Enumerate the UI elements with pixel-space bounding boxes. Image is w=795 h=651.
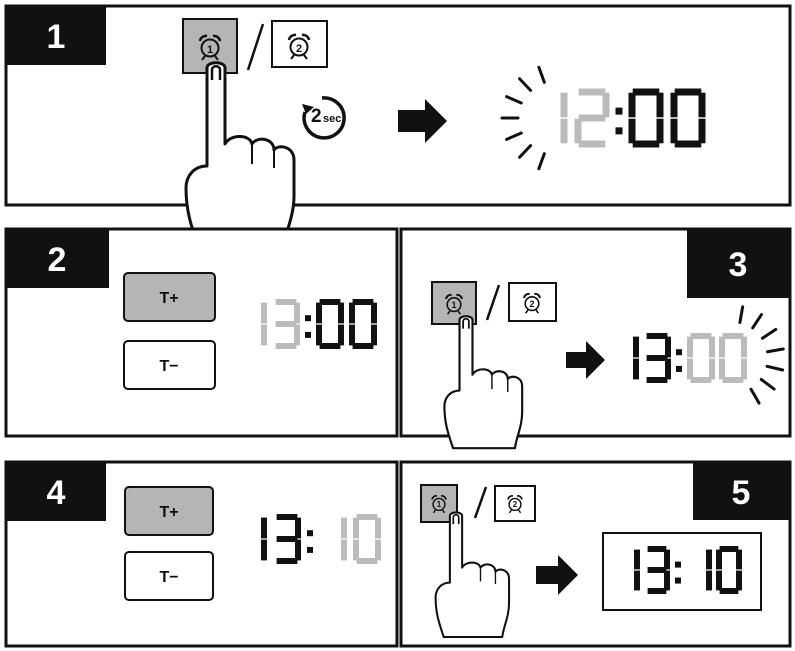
- blink-indicator: [738, 305, 785, 405]
- t-plus-label: T+: [159, 290, 178, 307]
- panel-step-3: 3 1 2: [399, 227, 792, 450]
- clock-display: [261, 299, 377, 349]
- alarm2-button[interactable]: [271, 20, 328, 68]
- display-colon: [305, 315, 311, 338]
- alarm-number: 1: [451, 300, 456, 310]
- display-digit: [316, 299, 344, 349]
- display-digit: [687, 333, 715, 383]
- hold-seconds: 2: [311, 106, 322, 127]
- panel-step-5: 5 1 2: [399, 460, 792, 648]
- display-digit: [646, 333, 671, 383]
- step-badge: [6, 6, 106, 65]
- t-plus-label: T+: [159, 504, 178, 521]
- t-plus-button[interactable]: [124, 486, 214, 536]
- step-number: 2: [48, 241, 67, 279]
- separator-slash: [473, 486, 488, 519]
- hold-unit: sec: [323, 113, 341, 125]
- hold-timer-icon: 2 sec: [302, 96, 346, 140]
- t-minus-button[interactable]: [123, 340, 216, 390]
- step-number: 4: [47, 474, 66, 512]
- alarm-number: 2: [296, 43, 302, 55]
- blink-ray: [738, 305, 745, 325]
- blink-ray: [751, 313, 763, 330]
- display-digit: [276, 514, 301, 564]
- step-badge: [6, 462, 106, 521]
- blink-ray: [749, 387, 761, 405]
- t-plus-button[interactable]: [123, 272, 216, 322]
- display-digit: [353, 514, 381, 564]
- blink-ray: [537, 65, 546, 84]
- arrow-right-icon: [398, 99, 447, 143]
- display-digit: [628, 88, 664, 148]
- clock-display: [500, 65, 706, 171]
- blink-ray: [505, 95, 523, 105]
- display-colon: [675, 561, 681, 584]
- t-minus-label: T−: [159, 569, 178, 586]
- arrow-right-icon: [566, 341, 605, 379]
- t-minus-label: T−: [159, 358, 178, 375]
- display-colon: [615, 107, 623, 135]
- blink-ray: [518, 77, 533, 92]
- blink-ray: [537, 152, 546, 171]
- step-number: 3: [729, 246, 748, 284]
- blink-ray: [759, 377, 776, 391]
- blink-ray: [765, 364, 785, 372]
- blink-ray: [505, 131, 523, 141]
- display-digit: [574, 88, 610, 148]
- clock-display: [633, 305, 785, 405]
- display-frame: [602, 532, 762, 611]
- t-minus-button[interactable]: [124, 551, 214, 601]
- separator-slash: [246, 23, 265, 71]
- step-badge: [6, 229, 109, 288]
- step-badge: [687, 229, 790, 298]
- display-digit: [647, 546, 670, 594]
- panel-step-1: 1 1 2 2 sec: [4, 4, 792, 248]
- alarm2-button[interactable]: [508, 282, 557, 322]
- alarm2-button[interactable]: [494, 485, 536, 522]
- alarm-number: 1: [207, 44, 213, 56]
- display-colon: [307, 530, 313, 553]
- step-number: 1: [47, 18, 66, 56]
- display-digit: [670, 88, 706, 148]
- arrow-right-icon: [536, 555, 578, 595]
- step-number: 5: [732, 474, 751, 512]
- panel-step-2: 2 T+ T−: [4, 227, 399, 438]
- blink-ray: [518, 144, 533, 159]
- separator-slash: [485, 284, 501, 321]
- alarm-number: 2: [513, 500, 518, 509]
- blink-ray: [760, 327, 778, 340]
- panel-step-4: 4 T+ T−: [4, 460, 399, 648]
- display-digit: [716, 546, 742, 594]
- display-digit: [349, 299, 377, 349]
- alarm-number: 1: [437, 500, 442, 509]
- blink-ray: [765, 347, 785, 354]
- clock-display: [261, 514, 381, 564]
- display-colon: [676, 349, 682, 372]
- step-badge: [693, 462, 790, 520]
- blink-indicator: [500, 65, 546, 171]
- display-digit: [719, 333, 747, 383]
- clock-display: [634, 546, 742, 594]
- display-digit: [275, 299, 300, 349]
- alarm-number: 2: [529, 299, 534, 309]
